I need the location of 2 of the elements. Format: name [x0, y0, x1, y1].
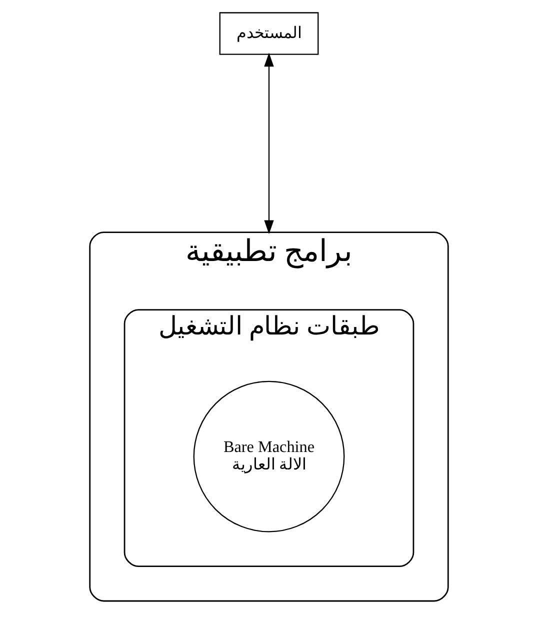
node-box: المستخدم — [218, 12, 318, 55]
arrow — [264, 52, 274, 234]
